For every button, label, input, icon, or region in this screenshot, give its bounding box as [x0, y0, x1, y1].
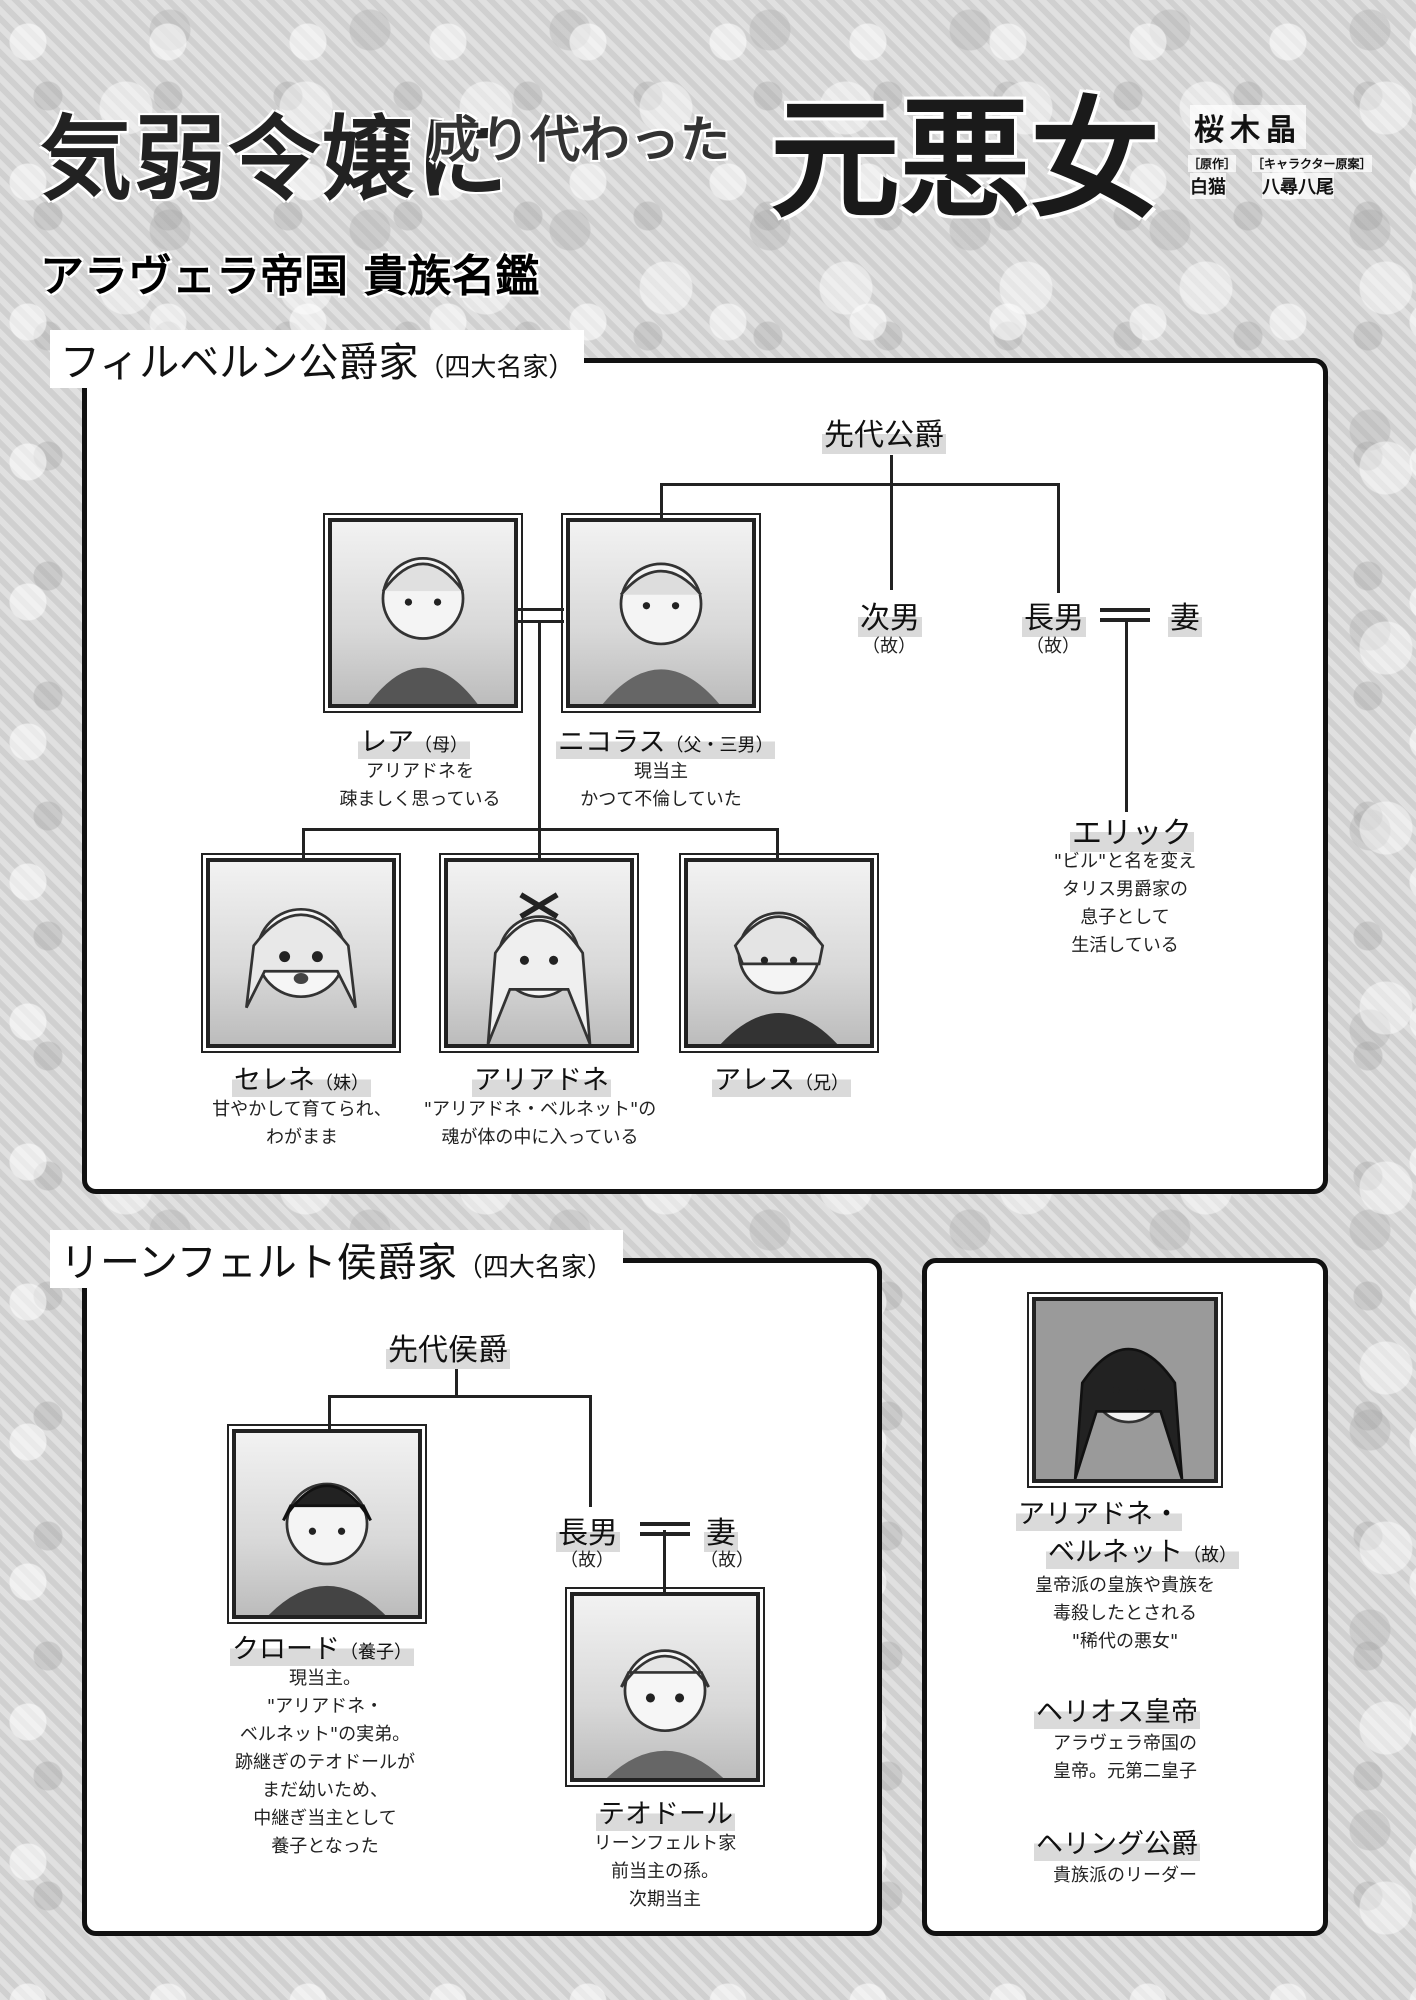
line: [302, 828, 305, 858]
line: [776, 828, 779, 858]
previous-duke-label: 先代公爵: [822, 410, 946, 454]
ariadne-bernet-name2: ベルネット（故）: [1046, 1530, 1239, 1569]
line: [660, 483, 1060, 486]
line: [660, 483, 663, 518]
leenfeld-eldest-son-status: （故）: [560, 1550, 614, 1571]
leenfeld-panel-title: リーンフェルト侯爵家（四大名家）: [50, 1230, 623, 1288]
portrait-selene: [201, 853, 401, 1053]
line: [517, 620, 564, 623]
theodore-description: リーンフェルト家前当主の孫。次期当主: [593, 1833, 737, 1910]
line: [538, 622, 541, 830]
ariadne-bernet-description: 皇帝派の皇族や貴族を毒殺したとされる"稀代の悪女": [1035, 1575, 1215, 1652]
line: [328, 1395, 331, 1429]
claude-name: クロード（養子）: [230, 1627, 414, 1666]
portrait-ariadne-bernet: [1027, 1292, 1223, 1488]
second-son-label: 次男: [858, 593, 922, 637]
filbern-panel-title: フィルベルン公爵家（四大名家）: [50, 330, 585, 388]
ariadne-bernet-name1: アリアドネ・: [1016, 1492, 1182, 1531]
eldest-son-status: （故）: [1026, 636, 1080, 657]
helios-description: アラヴェラ帝国の皇帝。元第二皇子: [1053, 1733, 1197, 1782]
leenfeld-eldest-son-label: 長男: [556, 1508, 620, 1552]
author-name: 桜木晶: [1190, 105, 1306, 149]
line: [517, 608, 564, 611]
portrait-ares: [679, 853, 879, 1053]
filbern-subtitle: （四大名家）: [418, 353, 575, 383]
credit-character-label: ［キャラクター原案］: [1252, 155, 1372, 172]
filbern-title: フィルベルン公爵家: [60, 340, 419, 386]
eric-description: "ビル"と名を変えタリス男爵家の息子として生活している: [1053, 851, 1197, 956]
line: [455, 1362, 458, 1396]
previous-marquis-label: 先代侯爵: [386, 1325, 510, 1369]
title-part3: 元悪女: [770, 83, 1161, 236]
selene-description: 甘やかして育てられ、わがまま: [212, 1099, 392, 1148]
title-part2: 成り代わった: [430, 110, 730, 169]
line: [538, 828, 541, 858]
title-part1: 気弱令嬢に: [40, 105, 511, 213]
marriage-symbol: [1100, 608, 1150, 622]
marriage-symbol: [640, 1522, 690, 1536]
line: [328, 1395, 591, 1398]
helling-description: 貴族派のリーダー: [1053, 1865, 1197, 1886]
rea-name: レア（母）: [358, 720, 470, 759]
eric-name: エリック: [1070, 808, 1194, 852]
claude-description: 現当主。"アリアドネ・ベルネット"の実弟。跡継ぎのテオドールがまだ幼いため、中継…: [235, 1668, 415, 1857]
line: [1125, 622, 1128, 812]
leenfeld-wife-status: （故）: [700, 1550, 754, 1571]
credit-original-label: ［原作］: [1188, 155, 1237, 172]
credit-character-name: 八尋八尾: [1262, 173, 1334, 199]
selene-name: セレネ（妹）: [232, 1058, 371, 1097]
page-heading: アラヴェラ帝国 貴族名鑑: [40, 251, 540, 302]
nicolas-description: 現当主かつて不倫していた: [580, 761, 742, 810]
ariadne-name: アリアドネ: [472, 1058, 611, 1097]
portrait-ariadne: [439, 853, 639, 1053]
leenfeld-wife-label: 妻: [704, 1508, 738, 1552]
leenfeld-title: リーンフェルト侯爵家: [60, 1240, 457, 1286]
second-son-status: （故）: [862, 636, 916, 657]
line: [1057, 483, 1060, 593]
leenfeld-subtitle: （四大名家）: [456, 1253, 613, 1283]
portrait-claude: [227, 1424, 427, 1624]
portrait-theodore: [565, 1587, 765, 1787]
credit-original-name: 白猫: [1190, 173, 1226, 199]
portrait-rea: [323, 513, 523, 713]
helios-name: ヘリオス皇帝: [1034, 1690, 1200, 1729]
helling-name: ヘリング公爵: [1034, 1822, 1200, 1861]
ares-name: アレス（兄）: [712, 1058, 851, 1097]
filbern-panel: [82, 358, 1328, 1194]
eldest-son-label: 長男: [1022, 593, 1086, 637]
wife-label: 妻: [1168, 593, 1202, 637]
portrait-nicolas: [561, 513, 761, 713]
line: [589, 1395, 592, 1507]
theodore-name: テオドール: [596, 1792, 735, 1831]
line: [663, 1530, 666, 1592]
ariadne-description: "アリアドネ・ベルネット"の魂が体の中に入っている: [423, 1099, 657, 1148]
line: [890, 455, 893, 590]
rea-description: アリアドネを疎ましく思っている: [339, 761, 501, 810]
nicolas-name: ニコラス（父・三男）: [556, 720, 776, 759]
